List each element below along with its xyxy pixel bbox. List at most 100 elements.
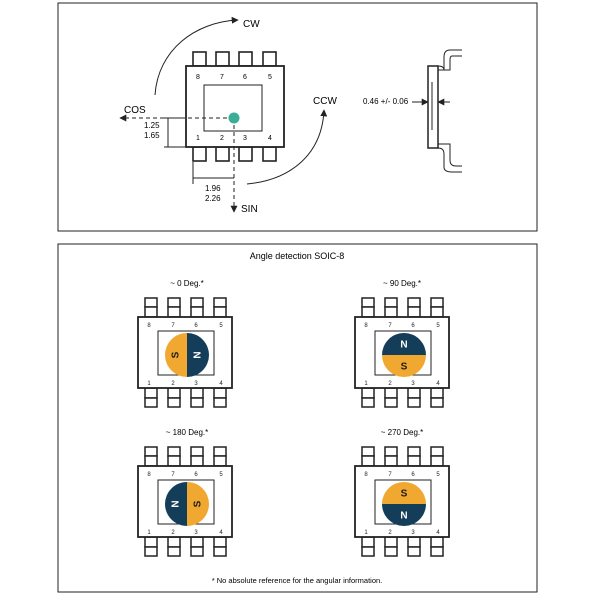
chip-pin [407, 536, 421, 548]
chip-pin [361, 306, 375, 318]
top-chip-pin-4 [262, 146, 277, 162]
bottom-pin-number: 1 [196, 135, 200, 142]
magnet-pole-bottom [382, 504, 426, 526]
chip-pin [144, 297, 158, 308]
chip-pin [407, 387, 421, 399]
sin-label: SIN [241, 204, 258, 215]
chip-pin-number: 5 [436, 472, 440, 478]
chip-pin [190, 455, 204, 467]
chip-pin [430, 306, 444, 318]
chip-pin [190, 446, 204, 457]
top-chip-pin-8 [192, 51, 207, 67]
chip-pin [430, 297, 444, 308]
chip-pin-number: 4 [436, 530, 440, 536]
dim-v-value-1: 1.25 [144, 121, 160, 130]
magnet-pole-left [165, 333, 187, 377]
chip-pin [361, 397, 375, 408]
top-chip-pin-6 [238, 51, 253, 67]
chip-pin [407, 397, 421, 408]
chip-pin-number: 1 [364, 381, 368, 387]
dim-h-value-1: 1.96 [205, 184, 221, 193]
chip-pin-number: 3 [194, 530, 198, 536]
cw-label: CW [243, 19, 260, 30]
chip-angle-label: ~ 90 Deg.* [383, 279, 421, 288]
side-dim-value: 0.46 +/- 0.06 [363, 97, 409, 106]
chip-pin [407, 297, 421, 308]
chip-pin [167, 397, 181, 408]
chip-pin-number: 8 [147, 323, 151, 329]
chip-pin [361, 546, 375, 557]
chip-pin [144, 536, 158, 548]
magnet-pole-top [382, 333, 426, 355]
chip-pin-number: 7 [171, 323, 175, 329]
chip-pin [144, 455, 158, 467]
chip-pin-number: 3 [411, 530, 415, 536]
side-view-package [427, 49, 462, 173]
top-chip-pin-3 [238, 146, 253, 162]
magnet-pole-bottom [382, 355, 426, 377]
chip-pin-number: 2 [388, 530, 392, 536]
chip-pin [144, 546, 158, 557]
chip-pin [167, 536, 181, 548]
chip-pin [361, 536, 375, 548]
chip-pin [384, 446, 398, 457]
chip-pin [144, 306, 158, 318]
chip-pin-number: 7 [171, 472, 175, 478]
chip-pin [407, 455, 421, 467]
chip-pin [361, 297, 375, 308]
chip-pin [190, 546, 204, 557]
chip-pin [144, 387, 158, 399]
chip-angle-label: ~ 0 Deg.* [170, 279, 204, 288]
chip-pin-number: 5 [436, 323, 440, 329]
chip-pin [213, 297, 227, 308]
chip-pin-number: 3 [411, 381, 415, 387]
chip-pin [430, 446, 444, 457]
chip-pin-number: 8 [364, 323, 368, 329]
chip-pin [144, 397, 158, 408]
bottom-panel-title: Angle detection SOIC-8 [250, 251, 345, 261]
top-chip-pin-5 [262, 51, 277, 67]
magnet-pole-right [187, 333, 209, 377]
chip-pin [213, 446, 227, 457]
chip-pin [407, 546, 421, 557]
chip-pin-number: 6 [411, 472, 415, 478]
magnet-pole-left [165, 482, 187, 526]
chip-pin-number: 4 [436, 381, 440, 387]
chip-pin [361, 446, 375, 457]
magnet-disc: SN [382, 482, 426, 526]
chip-pin [213, 387, 227, 399]
top-chip-pin-7 [215, 51, 230, 67]
chip-pin [167, 546, 181, 557]
chip-pin-number: 5 [219, 472, 223, 478]
magnet-pole-right [187, 482, 209, 526]
chip-pin [407, 446, 421, 457]
chip-pin-number: 1 [147, 530, 151, 536]
chip-pin [213, 397, 227, 408]
top-panel-frame [57, 2, 538, 232]
chip-pin-number: 6 [194, 323, 198, 329]
top-pin-number: 7 [220, 74, 224, 81]
chip-pin-number: 7 [388, 323, 392, 329]
chip-pin [190, 387, 204, 399]
chip-pin-number: 1 [364, 530, 368, 536]
chip-pin-number: 1 [147, 381, 151, 387]
top-chip-die-outline [203, 84, 263, 132]
chip-pin [430, 546, 444, 557]
ccw-label: CCW [313, 96, 337, 107]
chip-pin [384, 546, 398, 557]
magnet-pole-letter: N [193, 351, 204, 358]
chip-pin-number: 2 [171, 530, 175, 536]
chip-pin [213, 306, 227, 318]
top-pin-number: 8 [196, 74, 200, 81]
chip-pin [430, 387, 444, 399]
dim-h-value-2: 2.26 [205, 194, 221, 203]
chip-pin-number: 2 [171, 381, 175, 387]
chip-pin [430, 397, 444, 408]
chip-pin-number: 6 [194, 472, 198, 478]
chip-pin [190, 306, 204, 318]
